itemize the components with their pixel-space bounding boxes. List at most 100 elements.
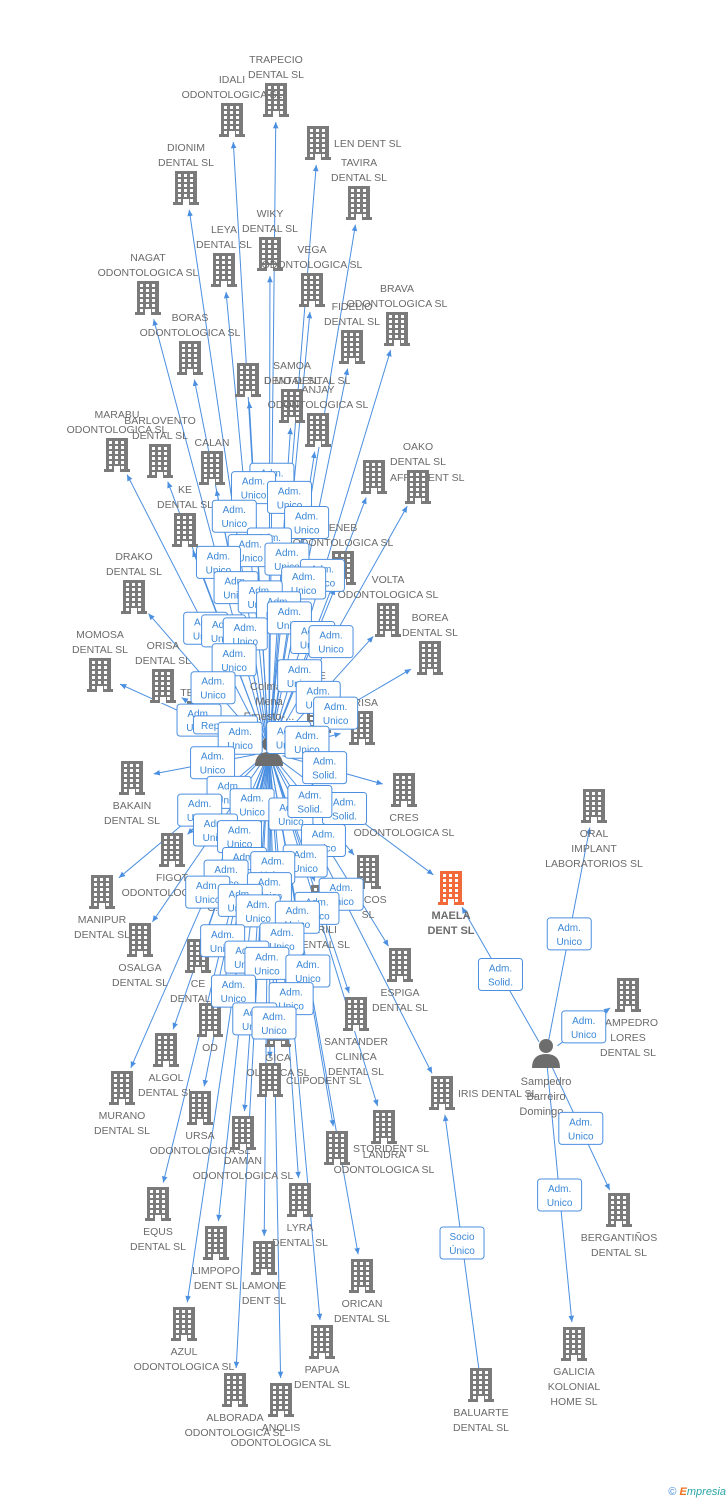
role-label[interactable]: Adm.Unico (537, 1178, 583, 1212)
role-label[interactable]: Adm.Unico (285, 954, 331, 988)
building-icon-window (578, 1350, 581, 1353)
building-icon-window (347, 569, 350, 572)
building-icon-window (623, 1211, 626, 1214)
role-label[interactable]: Adm.Unico (308, 625, 354, 659)
building-icon-window (623, 1201, 626, 1204)
role-label[interactable]: Adm.Unico (217, 820, 263, 854)
company-node-iris[interactable]: IRIS DENTAL SL (429, 1076, 538, 1110)
building-icon-window (335, 554, 338, 557)
role-label[interactable]: Adm.Unico (231, 471, 277, 505)
role-label[interactable]: Adm.Unico (284, 506, 330, 540)
building-icon-window (268, 1264, 271, 1267)
role-label[interactable]: Adm.Unico (217, 721, 263, 755)
building-icon-window (284, 397, 287, 400)
role-label[interactable]: Adm.Solid. (322, 791, 368, 825)
building-icon-window (262, 245, 265, 248)
role-label-line: Unico (200, 766, 226, 777)
building-icon-door (319, 1353, 325, 1359)
building-icon-window (94, 903, 97, 906)
building-icon-window (348, 1015, 351, 1018)
company-node-calan[interactable]: CALAN (194, 437, 230, 485)
role-label[interactable]: Adm.Unico (546, 917, 592, 951)
role-label[interactable]: Adm.Unico (190, 671, 236, 705)
company-node-len[interactable]: LEN DENT SL (305, 126, 402, 160)
role-label[interactable]: Adm.Unico (211, 643, 257, 677)
role-label-line: Adm. (207, 551, 230, 562)
role-label[interactable]: Adm.Solid. (477, 957, 523, 991)
company-node-dimo[interactable]: DIMO DENTAL SL (235, 363, 351, 397)
company-name-anjay-line: ODONTOLOGICA SL (268, 399, 369, 411)
role-label[interactable]: Adm.Unico (190, 746, 236, 780)
role-label[interactable]: Adm.Unico (561, 1010, 607, 1044)
role-label[interactable]: Adm.Solid. (287, 785, 333, 819)
building-icon-window (443, 889, 446, 892)
role-label[interactable]: Adm.Unico (244, 946, 290, 980)
building-icon-window (161, 682, 164, 685)
role-label[interactable]: Adm.Unico (558, 1111, 604, 1145)
role-label[interactable]: Adm.Unico (313, 696, 359, 730)
building-icon-window (190, 199, 193, 202)
company-node-clipodent[interactable]: CLIPODENT SL (257, 1063, 362, 1097)
role-label[interactable]: Adm.Unico (251, 1006, 297, 1040)
company-node-storident[interactable]: STORIDENT SL (324, 1131, 429, 1165)
role-label[interactable]: Adm.Unico (210, 974, 256, 1008)
role-label[interactable]: Adm.Solid. (302, 751, 348, 785)
role-label[interactable]: Adm.Unico (235, 894, 281, 928)
building-icon-window (121, 456, 124, 459)
role-label[interactable]: Adm.Unico (211, 499, 257, 533)
company-name-boras-line: BORAS (172, 312, 209, 324)
company-node-od[interactable]: OD (197, 1003, 223, 1054)
building-icon-window (389, 315, 392, 318)
